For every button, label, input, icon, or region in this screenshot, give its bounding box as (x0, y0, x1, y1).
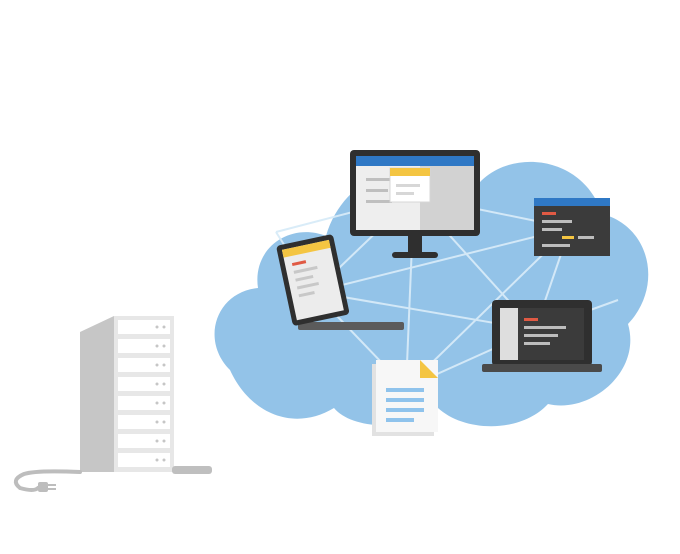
desktop-monitor-icon (350, 150, 480, 258)
power-plug-icon (13, 469, 82, 492)
code-window-icon (534, 198, 610, 256)
document-icon (372, 360, 438, 436)
tablet-laptop-icon (276, 234, 404, 330)
server-rack-icon (80, 316, 212, 474)
laptop-icon (482, 300, 602, 372)
